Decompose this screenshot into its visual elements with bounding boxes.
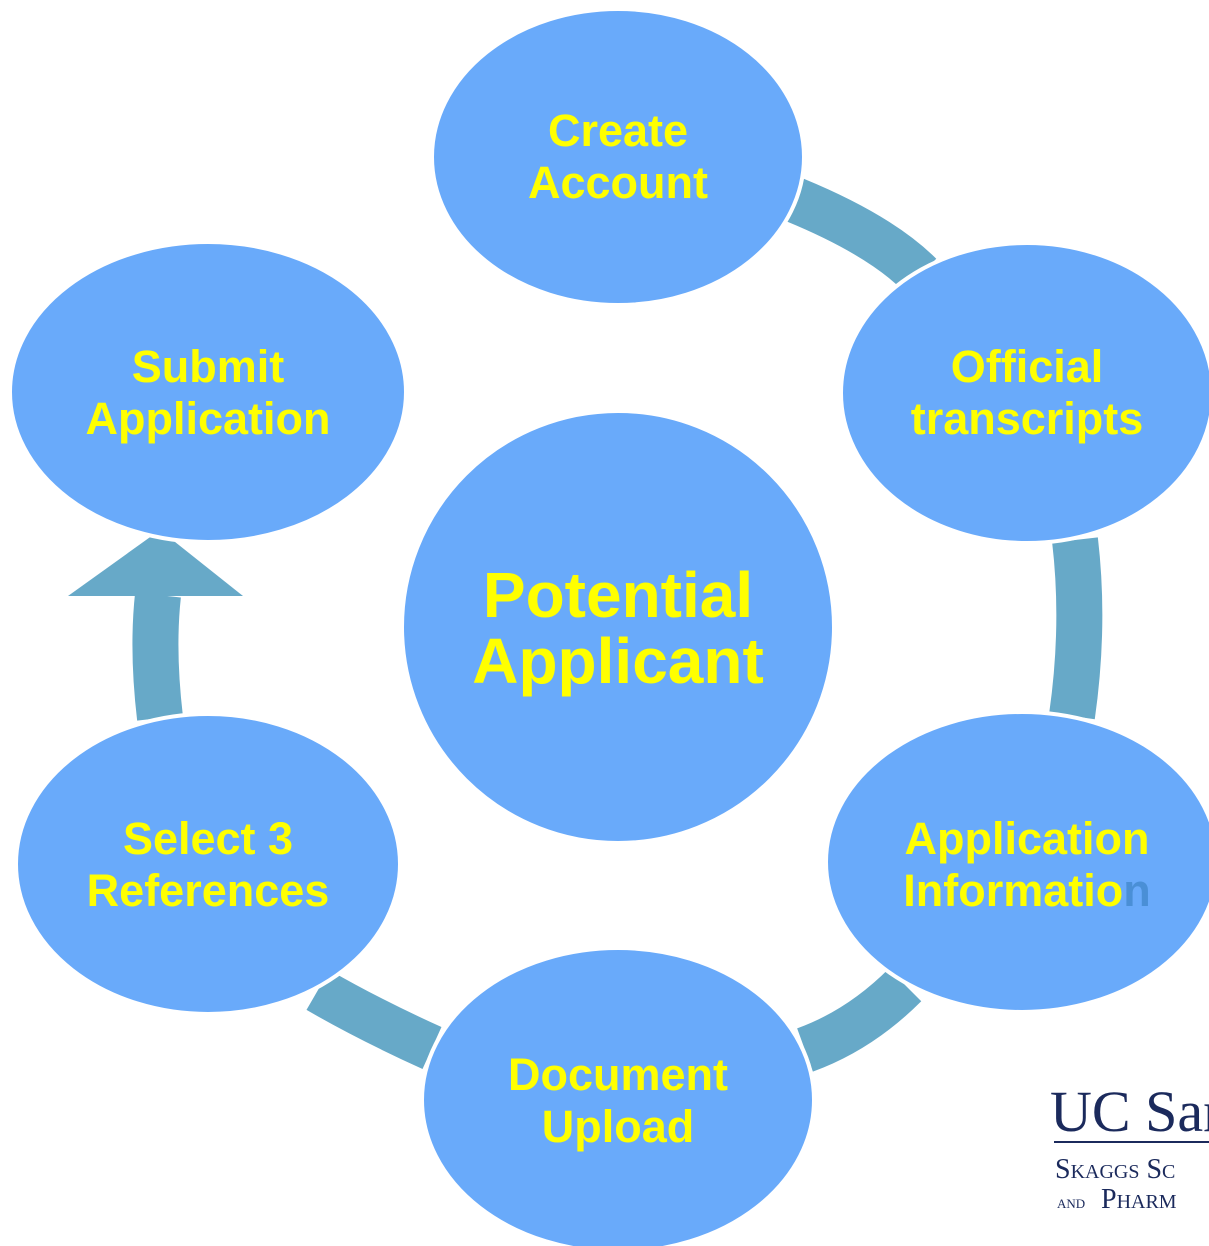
step-label-line2: Account — [528, 157, 708, 208]
step-label-line2: References — [87, 865, 330, 916]
logo-sub-text-2: Pharm — [1101, 1184, 1177, 1215]
step-label-line2: Application — [86, 393, 331, 444]
center-label-line2: Applicant — [472, 625, 764, 697]
arrow-head-icon — [68, 530, 243, 596]
step-label-line1: Official — [951, 341, 1104, 392]
connector-information-to-upload — [796, 968, 922, 1072]
uc-san-diego-logo: UC San Skaggs Sc and Pharm — [1050, 1079, 1209, 1215]
connectors — [132, 178, 1103, 1072]
step-label-line1: Document — [508, 1049, 728, 1100]
step-label-line1: Application — [905, 813, 1150, 864]
step-label-line2: Information — [903, 865, 1151, 916]
logo-sub-text-2-prefix: and — [1057, 1192, 1085, 1212]
step-select-references: Select 3 References — [14, 712, 402, 1016]
step-label-line1: Select 3 — [123, 813, 293, 864]
step-document-upload: Document Upload — [420, 946, 816, 1246]
step-official-transcripts: Official transcripts — [839, 241, 1209, 545]
step-circle — [839, 241, 1209, 545]
step-label-line2: Upload — [542, 1101, 695, 1152]
connector-upload-to-references — [306, 970, 442, 1069]
logo-main-text: UC San — [1050, 1079, 1209, 1144]
step-circle — [8, 240, 408, 544]
connector-create-to-transcripts — [786, 178, 937, 292]
center-potential-applicant: Potential Applicant — [400, 409, 836, 845]
step-circle — [14, 712, 402, 1016]
step-label-line2-main: Informatio — [903, 865, 1123, 916]
step-circle — [420, 946, 816, 1246]
step-application-information: Application Information — [824, 710, 1209, 1014]
logo-sub-text-1: Skaggs Sc — [1055, 1154, 1175, 1185]
step-label-line1: Submit — [132, 341, 285, 392]
step-circle — [430, 7, 806, 307]
step-label-line2-tail: n — [1123, 865, 1151, 916]
center-label-line1: Potential — [483, 559, 753, 631]
connector-references-to-submit — [132, 592, 183, 721]
step-circle — [824, 710, 1209, 1014]
step-label-line1: Create — [548, 105, 688, 156]
center-circle — [400, 409, 836, 845]
step-create-account: Create Account — [430, 7, 806, 307]
step-submit-application: Submit Application — [8, 240, 408, 544]
connector-transcripts-to-information — [1049, 537, 1103, 720]
step-label-line2: transcripts — [911, 393, 1144, 444]
